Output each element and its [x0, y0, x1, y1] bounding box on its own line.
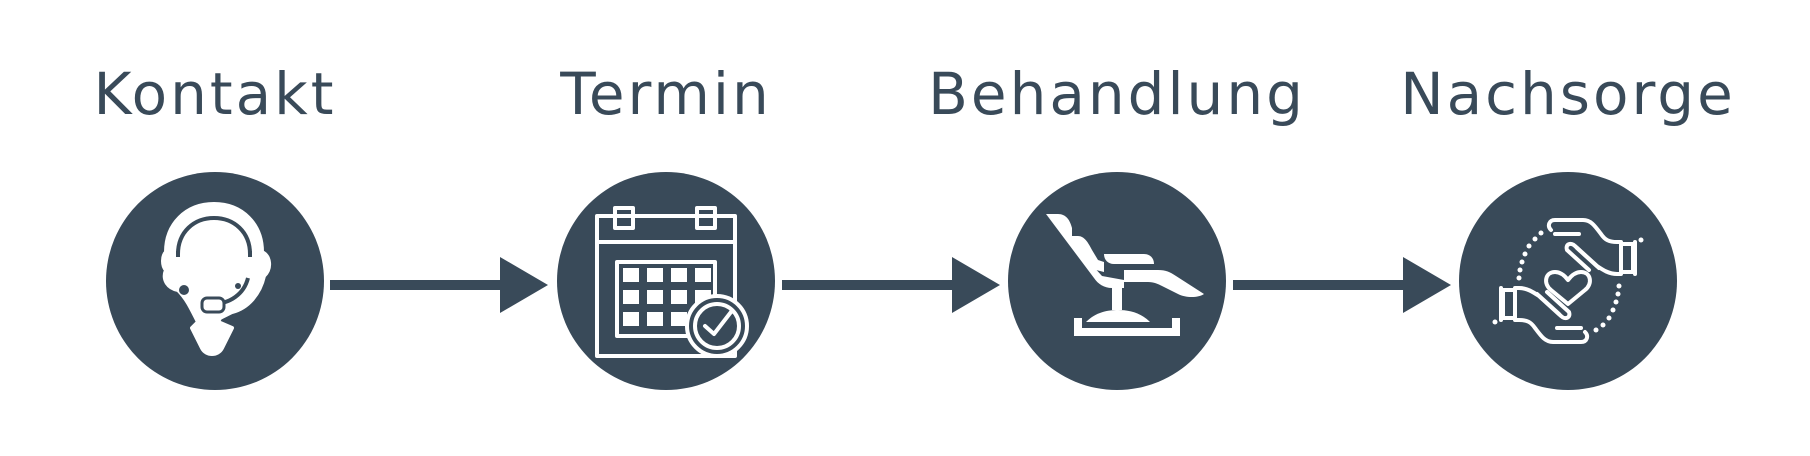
- step-circle-behandlung: [1008, 172, 1226, 390]
- care-hands-heart-icon: [1492, 218, 1644, 344]
- step-circle-nachsorge: [1459, 172, 1677, 390]
- step-label-behandlung: Behandlung: [928, 60, 1306, 128]
- step-label-termin: Termin: [560, 60, 772, 128]
- dental-chair-icon: [1046, 214, 1204, 336]
- headset-icon: [161, 202, 271, 356]
- step-label-nachsorge: Nachsorge: [1400, 60, 1736, 128]
- arrow-right-icon: [782, 257, 1000, 313]
- step-label-kontakt: Kontakt: [93, 60, 337, 128]
- calendar-check-icon: [595, 206, 749, 358]
- arrow-right-icon: [330, 257, 548, 313]
- step-circle-kontakt: [106, 172, 324, 390]
- step-circle-termin: [557, 172, 775, 390]
- arrow-right-icon: [1233, 257, 1451, 313]
